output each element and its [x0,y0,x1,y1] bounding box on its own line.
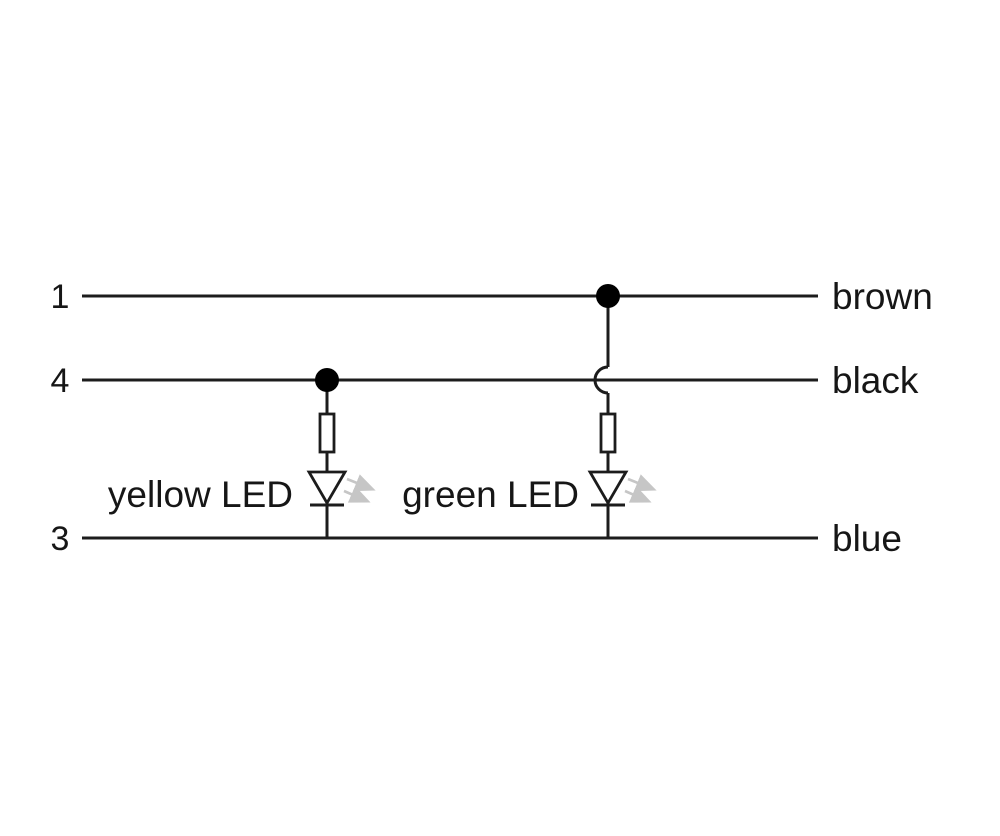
diode-triangle-icon [306,470,348,506]
yellow-led-symbol [306,470,376,507]
resistor-icon-yellow-branch [318,412,336,454]
green-led-symbol [587,470,657,507]
wire-color-label-black: black [832,360,919,401]
pin-4-label: 4 [51,362,70,400]
diode-triangle-icon [587,470,629,506]
junction-dot-brown-wire [596,284,620,308]
resistor-icon-green-branch [599,412,617,454]
pin-1-label: 1 [51,278,70,316]
yellow-led-label: yellow LED [108,474,293,515]
wire-crossover-hop-icon [593,365,609,395]
junction-dot-black-wire [315,368,339,392]
wire-color-label-brown: brown [832,276,933,317]
pin-3-label: 3 [51,520,70,558]
light-emission-arrows-icon [343,474,376,503]
wire-color-label-blue: blue [832,518,902,559]
green-led-label: green LED [402,474,579,515]
light-emission-arrows-icon [624,474,657,503]
